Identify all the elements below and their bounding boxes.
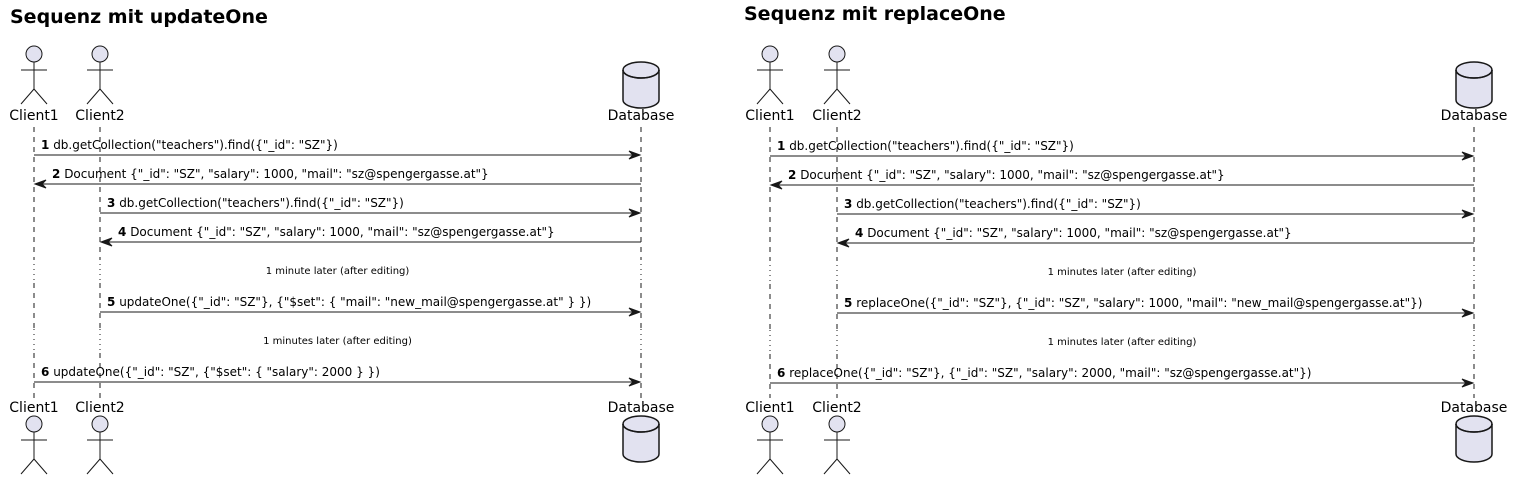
message-label: 3 db.getCollection("teachers").find({"_i… [844,197,1141,211]
message-4: 4 Document {"_id": "SZ", "salary": 1000,… [99,225,641,247]
participant-label-c1-footer: Client1 [745,400,794,416]
message-text: db.getCollection("teachers").find({"_id"… [789,139,1074,153]
message-number: 2 [52,167,60,181]
message-5: 5 updateOne({"_id": "SZ"}, {"$set": { "m… [100,295,642,317]
arrowhead-icon [33,179,47,189]
participant-label-db: Database [1441,108,1508,124]
participant-label-db-footer: Database [608,400,675,416]
message-label: 2 Document {"_id": "SZ", "salary": 1000,… [788,168,1225,182]
arrowhead-icon [628,307,642,317]
message-2: 2 Document {"_id": "SZ", "salary": 1000,… [769,168,1474,190]
message-label: 4 Document {"_id": "SZ", "salary": 1000,… [855,226,1292,240]
message-number: 2 [788,168,796,182]
participant-label-c2: Client2 [812,108,861,124]
actor-icon [20,415,48,475]
database-icon [622,415,660,463]
participant-label-c1-footer: Client1 [9,400,58,416]
message-label: 5 replaceOne({"_id": "SZ"}, {"_id": "SZ"… [844,296,1422,310]
message-number: 4 [118,225,126,239]
database-icon [1455,61,1493,109]
actor-icon [823,415,851,475]
message-label: 1 db.getCollection("teachers").find({"_i… [41,138,338,152]
sequence-diagram-2: Sequenz mit replaceOneClient1Client1Clie… [744,3,1508,475]
message-label: 2 Document {"_id": "SZ", "salary": 1000,… [52,167,489,181]
actor-icon [86,45,114,105]
message-number: 6 [777,366,785,380]
message-1: 1 db.getCollection("teachers").find({"_i… [34,138,642,160]
message-label: 3 db.getCollection("teachers").find({"_i… [107,196,404,210]
database-icon [1455,415,1493,463]
message-6: 6 replaceOne({"_id": "SZ"}, {"_id": "SZ"… [770,366,1475,388]
message-4: 4 Document {"_id": "SZ", "salary": 1000,… [836,226,1474,248]
actor-icon [20,45,48,105]
message-number: 1 [777,139,785,153]
message-text: Document {"_id": "SZ", "salary": 1000, "… [64,167,489,181]
actor-icon [756,45,784,105]
message-text: Document {"_id": "SZ", "salary": 1000, "… [130,225,555,239]
arrowhead-icon [1461,209,1475,219]
message-2: 2 Document {"_id": "SZ", "salary": 1000,… [33,167,641,189]
message-label: 4 Document {"_id": "SZ", "salary": 1000,… [118,225,555,239]
message-text: replaceOne({"_id": "SZ"}, {"_id": "SZ", … [856,296,1422,310]
message-label: 5 updateOne({"_id": "SZ"}, {"$set": { "m… [107,295,591,309]
participant-label-c2-footer: Client2 [75,400,124,416]
arrowhead-icon [628,377,642,387]
arrowhead-icon [1461,378,1475,388]
message-number: 4 [855,226,863,240]
message-5: 5 replaceOne({"_id": "SZ"}, {"_id": "SZ"… [837,296,1475,318]
actor-icon [86,415,114,475]
delay-label: 1 minutes later (after editing) [1048,267,1197,278]
actor-icon [823,45,851,105]
message-text: db.getCollection("teachers").find({"_id"… [119,196,404,210]
arrowhead-icon [1461,308,1475,318]
message-1: 1 db.getCollection("teachers").find({"_i… [770,139,1475,161]
arrowhead-icon [769,180,783,190]
message-text: replaceOne({"_id": "SZ"}, {"_id": "SZ", … [789,366,1311,380]
diagram-title: Sequenz mit updateOne [10,6,268,28]
arrowhead-icon [836,238,850,248]
delay-label: 1 minutes later (after editing) [263,336,412,347]
arrowhead-icon [628,208,642,218]
participant-label-c1: Client1 [745,108,794,124]
sequence-diagram-1: Sequenz mit updateOneClient1Client1Clien… [9,6,675,475]
participant-label-c2: Client2 [75,108,124,124]
message-text: updateOne({"_id": "SZ"}, {"$set": { "mai… [119,295,591,309]
message-number: 3 [107,196,115,210]
message-number: 5 [107,295,115,309]
message-label: 6 replaceOne({"_id": "SZ"}, {"_id": "SZ"… [777,366,1311,380]
participant-label-db-footer: Database [1441,400,1508,416]
message-label: 6 updateOne({"_id": "SZ", {"$set": { "sa… [41,365,380,379]
message-number: 5 [844,296,852,310]
message-text: db.getCollection("teachers").find({"_id"… [53,138,338,152]
delay-label: 1 minute later (after editing) [266,266,410,277]
message-text: db.getCollection("teachers").find({"_id"… [856,197,1141,211]
message-text: Document {"_id": "SZ", "salary": 1000, "… [867,226,1292,240]
message-3: 3 db.getCollection("teachers").find({"_i… [837,197,1475,219]
participant-label-c1: Client1 [9,108,58,124]
arrowhead-icon [1461,151,1475,161]
message-6: 6 updateOne({"_id": "SZ", {"$set": { "sa… [34,365,642,387]
diagram-title: Sequenz mit replaceOne [744,3,1006,25]
participant-label-c2-footer: Client2 [812,400,861,416]
participant-label-db: Database [608,108,675,124]
message-number: 1 [41,138,49,152]
arrowhead-icon [99,237,113,247]
message-3: 3 db.getCollection("teachers").find({"_i… [100,196,642,218]
message-text: Document {"_id": "SZ", "salary": 1000, "… [800,168,1225,182]
message-number: 6 [41,365,49,379]
database-icon [622,61,660,109]
actor-icon [756,415,784,475]
message-number: 3 [844,197,852,211]
message-label: 1 db.getCollection("teachers").find({"_i… [777,139,1074,153]
message-text: updateOne({"_id": "SZ", {"$set": { "sala… [53,365,380,379]
delay-label: 1 minutes later (after editing) [1048,337,1197,348]
arrowhead-icon [628,150,642,160]
